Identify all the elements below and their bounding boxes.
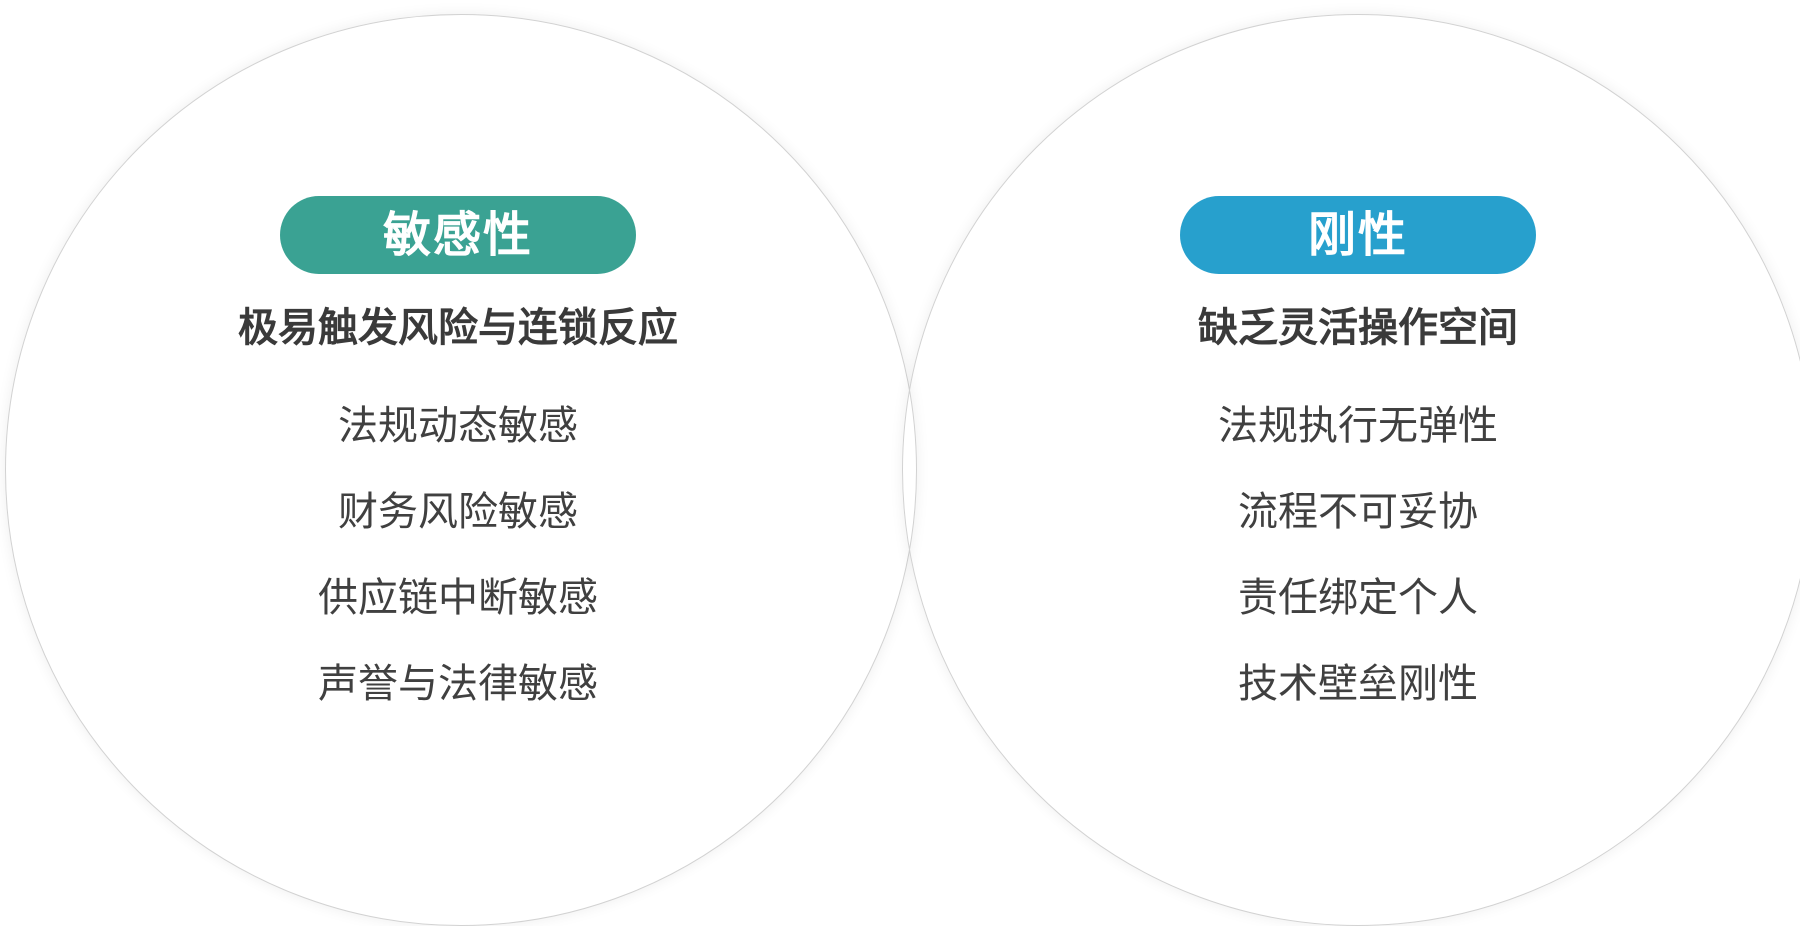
sensitivity-column: 敏感性 极易触发风险与连锁反应 法规动态敏感 财务风险敏感 供应链中断敏感 声誉… xyxy=(158,0,758,922)
rigidity-column: 刚性 缺乏灵活操作空间 法规执行无弹性 流程不可妥协 责任绑定个人 技术壁垒刚性 xyxy=(1058,0,1658,922)
left-circle xyxy=(5,14,917,926)
list-item: 财务风险敏感 xyxy=(338,489,578,535)
list-item: 责任绑定个人 xyxy=(1238,575,1478,621)
list-item: 流程不可妥协 xyxy=(1238,489,1478,535)
rigidity-subtitle: 缺乏灵活操作空间 xyxy=(1198,305,1518,351)
list-item: 声誉与法律敏感 xyxy=(318,661,598,707)
rigidity-badge: 刚性 xyxy=(1180,196,1536,274)
sensitivity-subtitle: 极易触发风险与连锁反应 xyxy=(238,305,678,351)
sensitivity-list: 法规动态敏感 财务风险敏感 供应链中断敏感 声誉与法律敏感 xyxy=(158,396,758,740)
rigidity-list: 法规执行无弹性 流程不可妥协 责任绑定个人 技术壁垒刚性 xyxy=(1058,396,1658,740)
sensitivity-badge: 敏感性 xyxy=(280,196,636,274)
list-item: 技术壁垒刚性 xyxy=(1238,661,1478,707)
list-item: 法规执行无弹性 xyxy=(1218,403,1498,449)
list-item: 供应链中断敏感 xyxy=(318,575,598,621)
list-item: 法规动态敏感 xyxy=(338,403,578,449)
